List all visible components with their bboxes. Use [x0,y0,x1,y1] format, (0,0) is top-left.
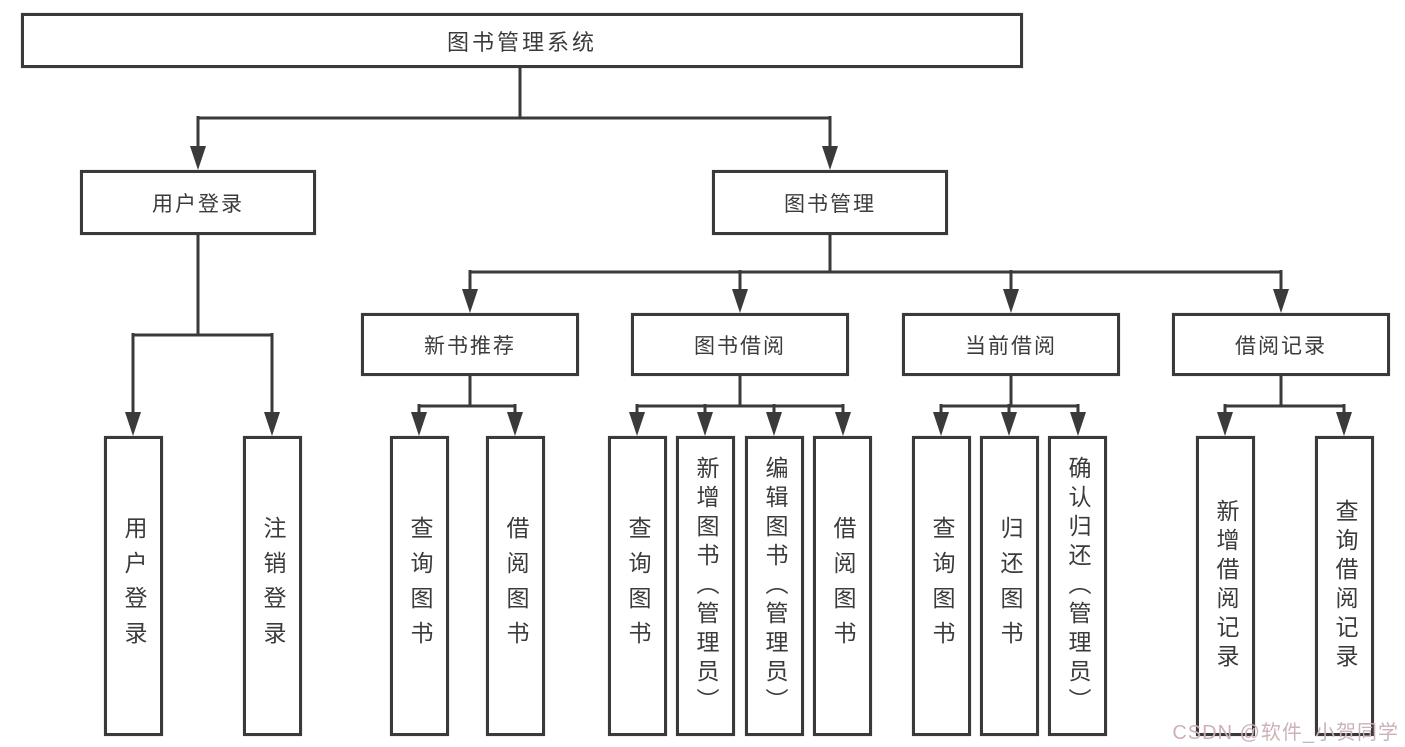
leaf-edit-books-admin: 编辑图书（管理员） [745,436,804,736]
leaf-borrow-books-1: 借阅图书 [486,436,545,736]
node-label: 图书管理系统 [446,29,597,55]
node-current-borrow: 当前借阅 [902,313,1120,376]
node-label: 注销登录 [260,516,286,656]
node-label: 当前借阅 [965,334,1057,358]
arrowheads [125,146,1352,436]
node-label: 借阅记录 [1235,334,1327,358]
leaf-add-borrow-record: 新增借阅记录 [1196,436,1255,736]
node-label: 查询借阅记录 [1332,499,1358,673]
node-label: 新增图书（管理员） [693,455,719,717]
leaf-add-books-admin: 新增图书（管理员） [676,436,735,736]
leaf-logout: 注销登录 [243,436,302,736]
node-label: 确认归还（管理员） [1065,455,1091,717]
node-label: 借阅图书 [503,516,529,656]
node-borrow-records: 借阅记录 [1172,313,1390,376]
leaf-user-login: 用户登录 [104,436,163,736]
node-label: 归还图书 [997,516,1023,656]
leaf-return-books: 归还图书 [980,436,1039,736]
node-label: 编辑图书（管理员） [762,455,788,717]
leaf-query-books-1: 查询图书 [390,436,449,736]
leaf-query-books-3: 查询图书 [912,436,971,736]
leaf-query-books-2: 查询图书 [608,436,667,736]
node-label: 新增借阅记录 [1213,499,1239,673]
node-book-borrow: 图书借阅 [631,313,849,376]
node-user-login: 用户登录 [80,170,316,235]
csdn-watermark: CSDN @软件_小贺同学 [1172,722,1399,744]
leaf-query-borrow-record: 查询借阅记录 [1315,436,1374,736]
node-root-system: 图书管理系统 [21,13,1023,68]
node-new-book-recommend: 新书推荐 [361,313,579,376]
node-label: 借阅图书 [830,516,856,656]
node-label: 用户登录 [152,192,244,216]
leaf-confirm-return-admin: 确认归还（管理员） [1048,436,1107,736]
node-label: 新书推荐 [424,334,516,358]
node-label: 用户登录 [121,516,147,656]
node-label: 查询图书 [407,516,433,656]
node-label: 图书管理 [784,192,876,216]
node-label: 查询图书 [929,516,955,656]
node-label: 查询图书 [625,516,651,656]
node-label: 图书借阅 [694,334,786,358]
node-book-management: 图书管理 [712,170,948,235]
leaf-borrow-books-2: 借阅图书 [813,436,872,736]
